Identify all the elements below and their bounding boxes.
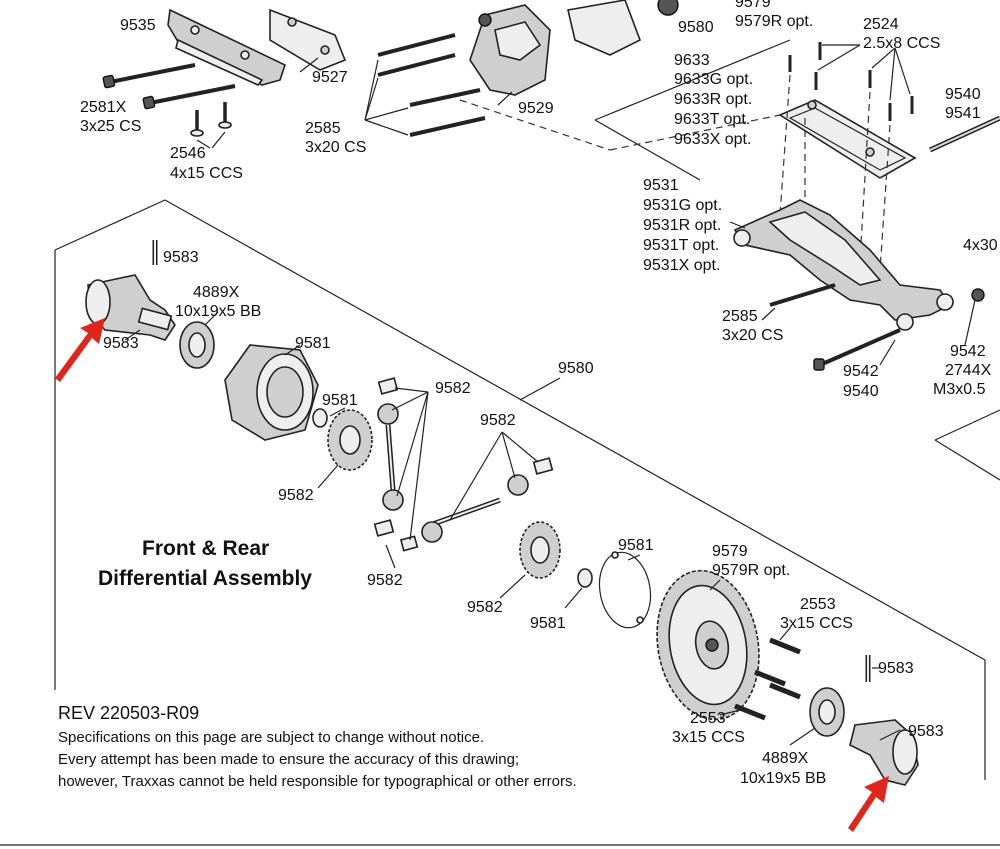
label-9581-b: 9581 [322, 392, 358, 409]
label-9581-c: 9581 [530, 615, 566, 632]
nut-2744x [971, 288, 985, 302]
disclaimer-line-2: Every attempt has been made to ensure th… [58, 751, 519, 768]
cross-pin-9582 [421, 431, 554, 543]
bracket-part-9527 [269, 8, 347, 71]
label-2585-mid: 2585 [722, 308, 758, 325]
label-9579r-top: 9579R opt. [735, 13, 813, 30]
label-2546: 2546 [170, 145, 206, 162]
label-4889x-b-size: 10x19x5 BB [740, 770, 826, 787]
label-9540-top: 9540 [945, 86, 981, 103]
skid-plate-9633 [778, 99, 917, 179]
label-m3: M3x0.5 [933, 381, 986, 398]
label-2546-size: 4x15 CCS [170, 165, 243, 182]
screws-2546 [190, 102, 232, 149]
label-9527: 9527 [312, 69, 348, 86]
outdrive-9583-left [85, 240, 176, 341]
label-9580-main: 9580 [558, 360, 594, 377]
panel-outline [0, 39, 1000, 846]
label-9535: 9535 [120, 17, 156, 34]
o-ring-9581 [598, 551, 652, 629]
label-2585-top-size: 3x20 CS [305, 139, 366, 156]
gasket-9581-right [577, 568, 593, 588]
label-9579-top: 9579 [735, 0, 771, 11]
label-9581-a: 9581 [295, 335, 331, 352]
label-9583-c: 9583 [878, 660, 914, 677]
label-9582-e: 9582 [467, 599, 503, 616]
label-2581x: 2581X [80, 99, 127, 116]
red-arrow-right [848, 776, 889, 832]
diagram-title-line1: Front & Rear [142, 537, 269, 560]
label-4x30: 4x30 [963, 237, 998, 254]
label-9583-a: 9583 [163, 249, 199, 266]
screw-2585-mid [769, 283, 836, 307]
screws-2553 [734, 637, 801, 721]
label-9583-d: 9583 [908, 723, 944, 740]
label-9531x: 9531X opt. [643, 257, 720, 274]
outdrive-9583-right [849, 655, 919, 786]
label-9582-b: 9582 [480, 412, 516, 429]
pin-9542-9540 [813, 328, 901, 371]
dashed-alignment-lines [459, 74, 891, 271]
label-2585-mid-size: 3x20 CS [722, 327, 783, 344]
label-9579-main: 9579 [712, 543, 748, 560]
hinge-pin-9540 [928, 115, 1000, 153]
screws-2524 [788, 42, 914, 121]
label-2553-a: 2553 [800, 596, 836, 613]
label-9633r: 9633R opt. [674, 91, 752, 108]
disclaimer-line-1: Specifications on this page are subject … [58, 729, 484, 746]
label-2585-top: 2585 [305, 120, 341, 137]
bumper-part-9535 [167, 8, 286, 86]
label-9633g: 9633G opt. [674, 71, 753, 88]
spider-gears-9582 [373, 377, 429, 552]
label-2553-a-size: 3x15 CCS [780, 615, 853, 632]
label-9633: 9633 [674, 52, 710, 69]
mount-part-9580-top [567, 0, 679, 56]
diagram-title-line2: Differential Assembly [98, 567, 312, 590]
label-9582-c: 9582 [278, 487, 314, 504]
label-9531t: 9531T opt. [643, 237, 719, 254]
bearing-4889x-right [809, 687, 845, 737]
leader-lines [124, 57, 976, 746]
label-9540-b: 9540 [843, 383, 879, 400]
label-4889x-b: 4889X [762, 750, 809, 767]
label-9529: 9529 [518, 100, 554, 117]
diff-case-9581 [224, 344, 319, 441]
screws-2585-top [364, 33, 486, 137]
label-9579r-main: 9579R opt. [712, 562, 790, 579]
spur-gear-9579 [656, 569, 760, 721]
label-9633t: 9633T opt. [674, 111, 750, 128]
label-2744x: 2744X [945, 362, 992, 379]
suspension-arm-9531 [733, 199, 954, 331]
disclaimer-line-3: however, Traxxas cannot be held responsi… [58, 773, 577, 790]
diff-gear-9582-right [519, 521, 561, 579]
gasket-9581 [312, 408, 328, 428]
revision-label: REV 220503-R09 [58, 703, 199, 723]
label-9582-d: 9582 [367, 572, 403, 589]
label-9531g: 9531G opt. [643, 197, 722, 214]
red-arrow-left [55, 318, 105, 382]
label-9541: 9541 [945, 105, 981, 122]
label-2553-b-size: 3x15 CCS [672, 729, 745, 746]
label-2581x-size: 3x25 CS [80, 118, 141, 135]
screws-2581x [102, 63, 236, 110]
label-9582-a: 9582 [435, 380, 471, 397]
label-9580-top: 9580 [678, 19, 714, 36]
label-4889x-a: 4889X [193, 284, 240, 301]
label-4889x-a-size: 10x19x5 BB [175, 303, 261, 320]
diff-housing-9529 [469, 4, 551, 96]
label-9531: 9531 [643, 177, 679, 194]
label-9531r: 9531R opt. [643, 217, 721, 234]
bearing-4889x-left [179, 321, 215, 369]
label-9633x: 9633X opt. [674, 131, 751, 148]
diff-gear-9582-large [327, 409, 373, 471]
label-2553-b: 2553 [690, 710, 726, 727]
label-2524: 2524 [863, 16, 899, 33]
label-9542-a: 9542 [843, 363, 879, 380]
label-2524-size: 2.5x8 CCS [863, 35, 940, 52]
label-9581-d: 9581 [618, 537, 654, 554]
label-9583-b: 9583 [103, 335, 139, 352]
label-9542-b: 9542 [950, 343, 986, 360]
